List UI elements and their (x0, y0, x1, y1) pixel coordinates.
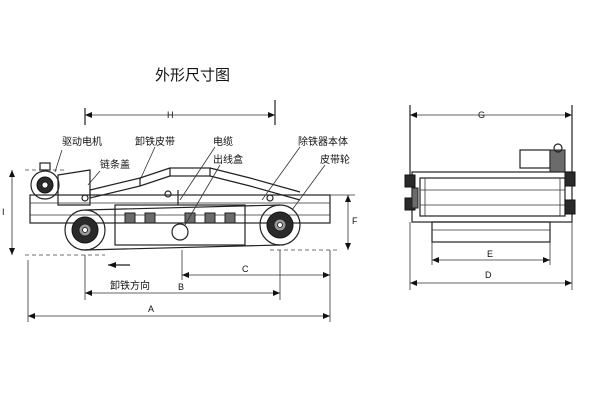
dim-f-label: F (352, 216, 358, 226)
junction-box-shape (171, 223, 189, 241)
label-drive-motor: 驱动电机 (62, 135, 102, 148)
dim-e-label: E (487, 249, 493, 259)
dim-i-label: I (2, 207, 5, 217)
label-iron-remover-body: 除铁器本体 (298, 135, 348, 148)
drawing-title: 外形尺寸图 (155, 66, 230, 84)
dim-b-label: B (178, 282, 184, 292)
side-view: G E D (404, 105, 576, 290)
front-view: H (2, 100, 358, 322)
label-belt-wheel: 皮带轮 (320, 153, 350, 166)
label-chain-cover: 链条盖 (100, 158, 130, 171)
dim-d-label: D (485, 270, 492, 280)
dim-c-label: C (242, 264, 249, 274)
discharge-direction-arrow-icon (108, 262, 116, 268)
dim-g-label: G (478, 110, 485, 120)
dim-h-label: H (167, 110, 174, 120)
chain-cover-shape (57, 169, 91, 206)
label-cable: 电缆 (213, 135, 233, 148)
label-discharge-belt: 卸铁皮带 (135, 135, 175, 148)
drive-motor-shape (30, 170, 60, 200)
dim-a-label: A (148, 304, 154, 314)
iron-remover-body-shape (114, 204, 246, 246)
label-discharge-direction: 卸铁方向 (110, 279, 150, 292)
label-junction-box: 出线盒 (213, 153, 243, 166)
